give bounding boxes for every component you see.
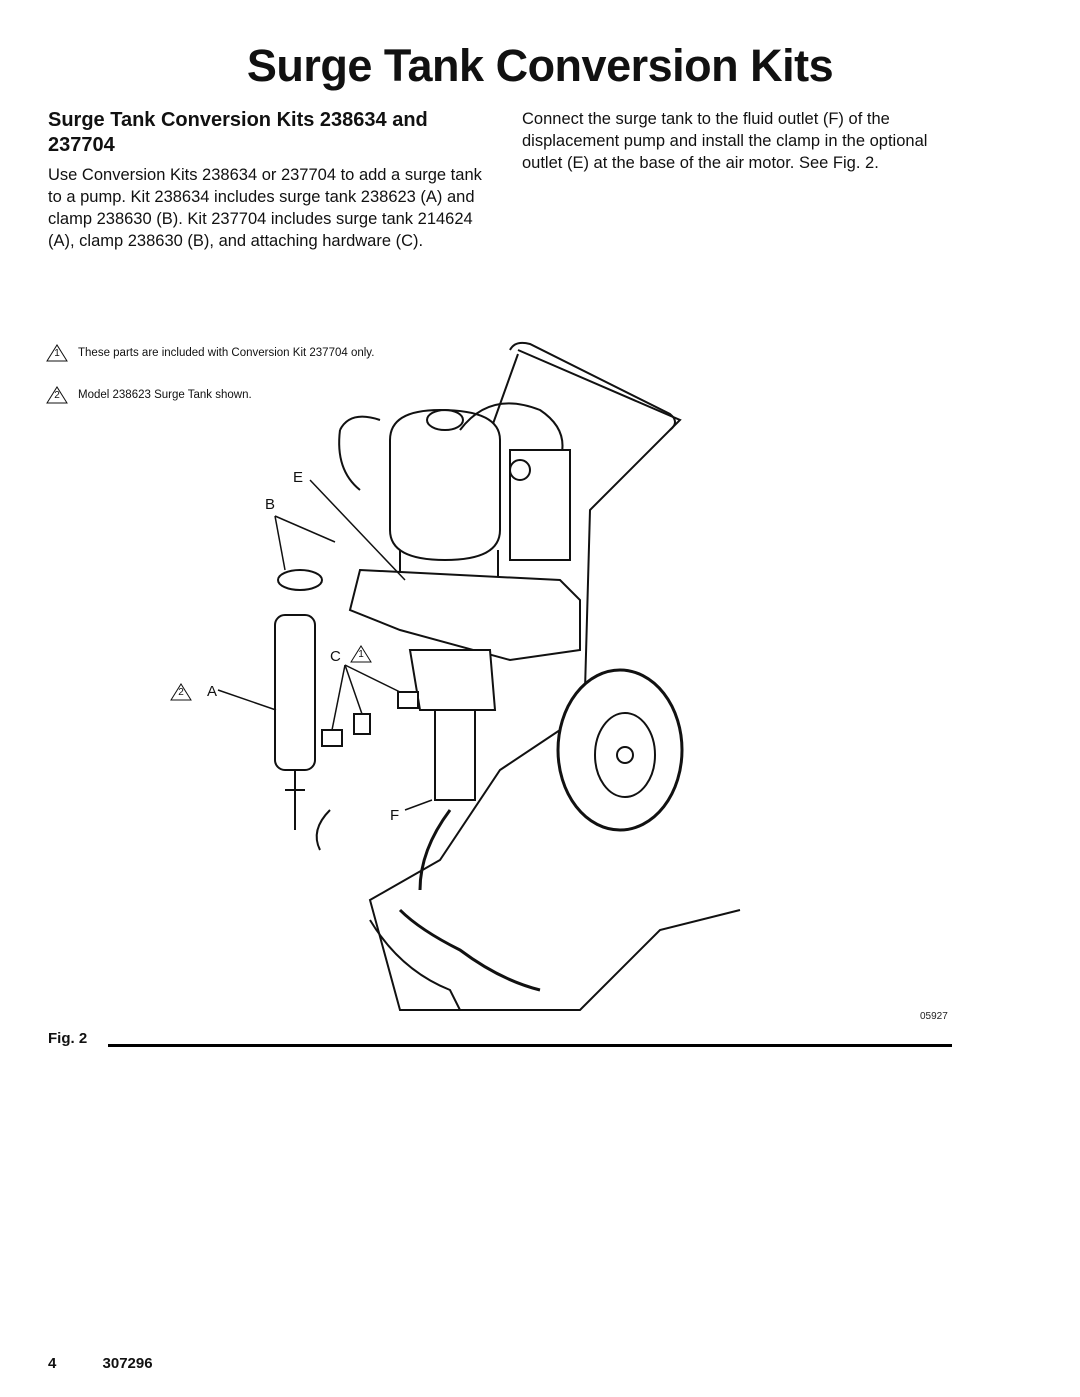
surge-tank (274, 614, 316, 771)
surge-tank-valve (285, 770, 305, 830)
wheel-axle (616, 746, 634, 764)
air-gauge (509, 459, 531, 481)
drawing-number: 05927 (920, 1011, 948, 1022)
page-title: Surge Tank Conversion Kits (246, 40, 834, 91)
fitting-2 (353, 713, 371, 735)
section-heading: Surge Tank Conversion Kits 238634 and 23… (48, 109, 428, 156)
pump-housing (408, 649, 497, 711)
intro-paragraph: Use Conversion Kits 238634 or 237704 to … (48, 166, 482, 250)
air-hose-top (459, 402, 564, 461)
note-marker-number: 1 (54, 348, 60, 359)
note-text: These parts are included with Conversion… (78, 347, 375, 359)
pump-assembly-illustration (217, 341, 741, 1011)
leader-b2 (274, 515, 286, 571)
cart-handle (509, 341, 676, 431)
page-number: 4 (48, 1355, 57, 1372)
callout-c-marker-number: 1 (358, 649, 364, 660)
figure-notes: 1 These parts are included with Conversi… (46, 344, 374, 428)
figure-note: 2 Model 238623 Surge Tank shown. (46, 386, 374, 404)
callout-c: C (330, 648, 341, 665)
air-motor-body (389, 408, 501, 562)
note-marker-triangle: 1 (46, 344, 68, 362)
air-hose (338, 415, 381, 491)
figure-rule (108, 1044, 952, 1047)
note-marker-number: 2 (54, 390, 60, 401)
cart-rear-rail (315, 809, 331, 851)
air-motor-top (426, 409, 464, 431)
leader-c2 (344, 664, 363, 715)
callout-a-marker-number: 2 (178, 687, 184, 698)
wheel-hub (594, 712, 656, 798)
callout-a: A (207, 683, 218, 700)
note-marker-triangle: 2 (46, 386, 68, 404)
motor-base (348, 568, 581, 662)
cart-frame (368, 349, 741, 1011)
note-text: Model 238623 Surge Tank shown. (78, 389, 252, 401)
figure-note: 1 These parts are included with Conversi… (46, 344, 374, 362)
air-regulator (509, 449, 571, 561)
leader-c3 (344, 664, 401, 693)
clamp (277, 569, 323, 591)
callout-a-marker: 2 (170, 683, 192, 701)
figure-caption: Fig. 2 (48, 1030, 88, 1047)
leader-c1 (331, 664, 346, 731)
cart-base-rail (369, 919, 461, 1011)
callout-f: F (390, 807, 400, 824)
leader-b1 (274, 515, 336, 543)
fluid-hose (398, 809, 541, 992)
fitting-1 (321, 729, 343, 747)
document-number: 307296 (102, 1355, 153, 1372)
connection-paragraph: Connect the surge tank to the fluid outl… (522, 110, 928, 172)
leader-f (404, 799, 433, 811)
page-footer: 4 307296 (48, 1355, 195, 1372)
callout-c-marker: 1 (350, 645, 372, 663)
callout-b: B (265, 496, 276, 513)
leader-e (309, 479, 406, 581)
leader-a (217, 689, 277, 711)
callout-e: E (293, 469, 304, 486)
fitting-3 (397, 691, 419, 709)
